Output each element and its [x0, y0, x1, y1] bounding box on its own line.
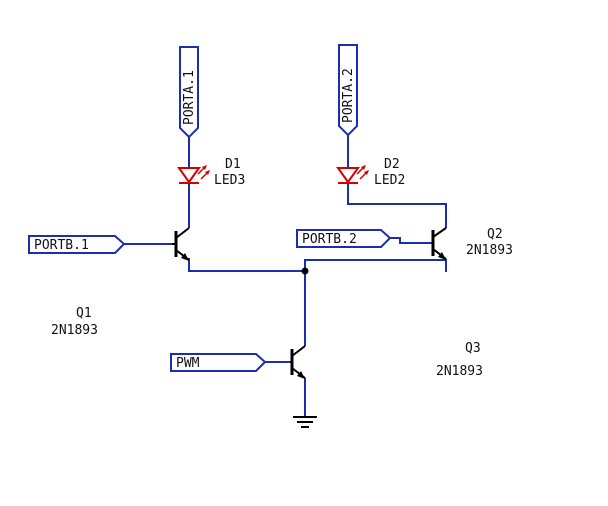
wire-d2-q2-collector: [347, 184, 447, 228]
wire-portb2-q2-base: [390, 237, 432, 244]
port-pwm: PWM: [170, 353, 267, 372]
port-pwm-label: PWM: [176, 356, 200, 371]
port-portb2-label: PORTB.2: [302, 232, 357, 247]
q3-ref-label: Q3: [465, 341, 481, 356]
transistor-q2-symbol: [431, 227, 447, 260]
wire-q1-emitter-junction: [188, 258, 305, 272]
q1-value-label: 2N1893: [51, 323, 98, 338]
ground-symbol: [293, 416, 317, 428]
d1-value-label: LED3: [214, 173, 245, 188]
port-portb1: PORTB.1: [28, 235, 126, 254]
transistor-q1-symbol: [172, 227, 190, 261]
port-porta1: PORTA.1: [179, 46, 199, 139]
port-portb2: PORTB.2: [296, 229, 392, 248]
q1-ref-label: Q1: [76, 306, 92, 321]
junction-dot: [301, 267, 309, 275]
port-porta2: PORTA.2: [338, 44, 358, 137]
q2-value-label: 2N1893: [466, 243, 513, 258]
port-porta2-label: PORTA.2: [341, 68, 356, 123]
q2-ref-label: Q2: [487, 227, 503, 242]
wires: [124, 135, 447, 416]
led-d1-symbol: [177, 165, 210, 184]
port-porta1-label: PORTA.1: [182, 70, 197, 125]
wire-junction-q2-emitter: [304, 259, 447, 272]
d2-value-label: LED2: [374, 173, 405, 188]
led-d2-symbol: [336, 165, 369, 184]
transistor-q3-symbol: [290, 345, 306, 379]
port-portb1-label: PORTB.1: [34, 238, 89, 253]
d1-ref-label: D1: [225, 157, 241, 172]
d2-ref-label: D2: [384, 157, 400, 172]
q3-value-label: 2N1893: [436, 364, 483, 379]
